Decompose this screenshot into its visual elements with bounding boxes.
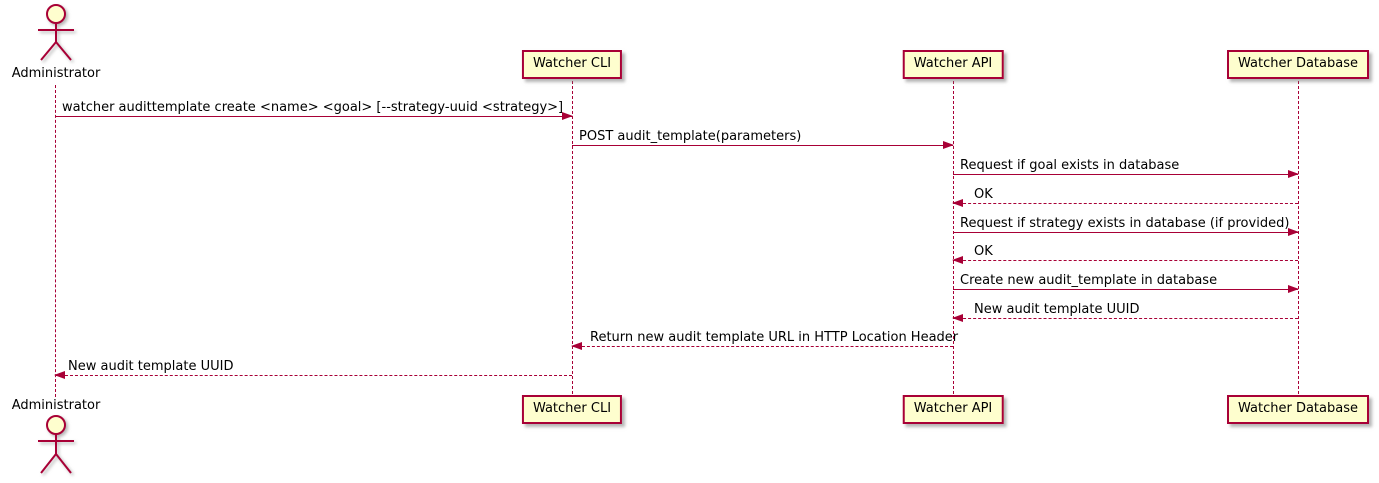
lifeline-administrator [55,85,56,397]
arrowhead-right-icon [1288,284,1299,293]
message-arrow [54,370,572,379]
message-arrow [953,284,1299,293]
message-label: OK [974,187,993,202]
message-label: New audit template UUID [68,359,234,374]
message-arrow [952,198,1298,207]
message-label: OK [974,244,993,259]
actor-icon-bottom [38,415,74,474]
message-label: Create new audit_template in database [960,273,1218,288]
message-arrow [571,341,953,350]
participant-watcher-cli-top: Watcher CLI [521,50,623,79]
message-label: watcher audittemplate create <name> <goa… [62,100,564,115]
message-label: Request if goal exists in database [960,158,1180,173]
participant-watcher-api-bottom: Watcher API [902,395,1004,424]
arrowhead-right-icon [943,140,954,149]
arrowhead-left-icon [54,370,65,379]
lifeline-watcher-cli [572,81,573,394]
message-label: Request if strategy exists in database (… [960,216,1290,231]
message-arrow [55,111,573,120]
lifeline-watcher-database [1298,81,1299,394]
arrowhead-left-icon [571,341,582,350]
arrowhead-right-icon [1288,169,1299,178]
arrowhead-right-icon [1288,227,1299,236]
message-label: Return new audit template URL in HTTP Lo… [590,330,959,345]
message-arrow [953,169,1299,178]
message-label: New audit template UUID [974,302,1140,317]
participant-watcher-cli-bottom: Watcher CLI [521,395,623,424]
participant-watcher-database-bottom: Watcher Database [1227,395,1369,424]
participant-watcher-api-top: Watcher API [902,50,1004,79]
arrowhead-left-icon [952,198,963,207]
message-arrow [952,255,1298,264]
actor-label-top: Administrator [11,66,101,81]
participant-watcher-database-top: Watcher Database [1227,50,1369,79]
lifeline-watcher-api [953,81,954,394]
actor-icon-top [38,4,74,61]
actor-label-bottom: Administrator [11,398,101,413]
arrowhead-left-icon [952,255,963,264]
arrowhead-right-icon [562,111,573,120]
message-arrow [572,140,954,149]
message-arrow [952,313,1298,322]
message-label: POST audit_template(parameters) [579,129,802,144]
message-arrow [953,227,1299,236]
arrowhead-left-icon [952,313,963,322]
